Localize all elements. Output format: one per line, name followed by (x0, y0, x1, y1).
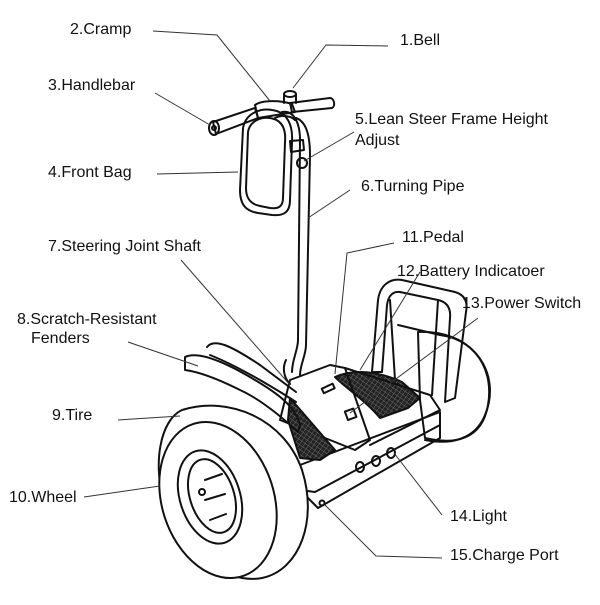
leader-power-switch (349, 317, 479, 414)
steering-post (274, 110, 311, 385)
label-wheel: 10.Wheel (9, 489, 77, 506)
label-turning-pipe: 6.Turning Pipe (361, 178, 465, 195)
bell-shape (283, 90, 297, 104)
left-tire (157, 404, 309, 580)
label-fenders: 8.Scratch-Resistant (17, 311, 157, 328)
height-adjust-knob (296, 157, 308, 169)
label-fenders-line2: Fenders (31, 330, 90, 347)
label-pedal: 11.Pedal (402, 229, 464, 246)
lights (355, 447, 396, 473)
label-charge-port: 15.Charge Port (450, 547, 559, 564)
leader-cramp (152, 30, 271, 102)
label-tire: 9.Tire (52, 407, 93, 424)
leader-steering-joint (180, 259, 291, 386)
front-bag-shape (239, 108, 294, 217)
leader-light (393, 452, 443, 516)
cramp-shape (289, 139, 305, 153)
label-lean-steer-line2: Adjust (355, 132, 400, 149)
leader-tire (117, 415, 181, 421)
leader-charge-port (324, 504, 443, 559)
charge-port-dot (318, 499, 326, 507)
label-handlebar: 3.Handlebar (48, 77, 136, 94)
leader-front-bag (156, 171, 239, 175)
leader-pedal (334, 242, 395, 375)
right-tire (417, 330, 491, 443)
label-bell: 1.Bell (400, 32, 441, 49)
right-guard-frame (371, 278, 468, 403)
leader-fenders (127, 341, 199, 367)
label-power-switch: 13.Power Switch (462, 295, 582, 312)
leader-battery (359, 271, 421, 371)
leader-handlebar (154, 92, 211, 126)
leader-lines (83, 30, 479, 559)
label-lean-steer: 5.Lean Steer Frame Height (355, 111, 548, 128)
left-fender (184, 342, 301, 433)
leader-lean-steer (303, 131, 355, 162)
label-front-bag: 4.Front Bag (48, 164, 132, 181)
handlebar-shape (208, 97, 336, 136)
leader-turning-pipe (307, 189, 351, 219)
left-pedal-mesh (287, 397, 336, 461)
label-battery: 12.Battery Indicatoer (397, 263, 545, 280)
label-steering-joint: 7.Steering Joint Shaft (48, 238, 201, 255)
leader-bell (292, 44, 389, 89)
label-light: 14.Light (450, 508, 507, 525)
label-cramp: 2.Cramp (70, 21, 132, 38)
leader-wheel (83, 485, 161, 498)
